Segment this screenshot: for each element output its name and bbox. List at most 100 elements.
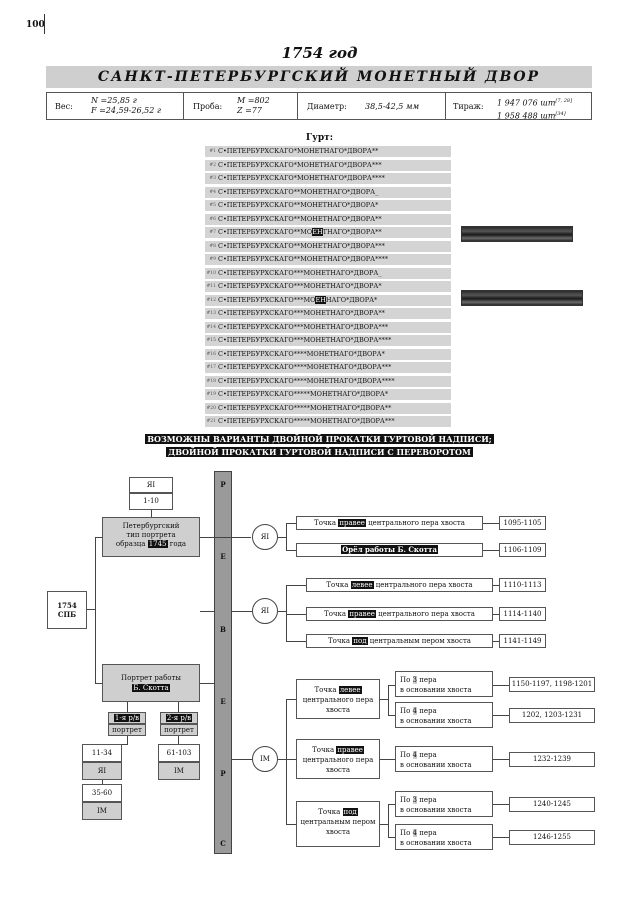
sub-4-count: 3 bbox=[412, 796, 418, 804]
connector bbox=[151, 510, 152, 517]
branch-box-3: Точка левее центрального пера хвоста bbox=[306, 578, 493, 592]
circle-ai-2: ЯI bbox=[252, 598, 278, 624]
connector bbox=[493, 641, 499, 642]
sub-4-c: в основании хвоста bbox=[400, 806, 472, 814]
gurt-row-number: #11 bbox=[206, 284, 217, 289]
range-1114: 1114-1140 bbox=[499, 607, 546, 621]
root-year: 1754 bbox=[57, 601, 77, 610]
branch-1-post: центрального пера хвоста bbox=[365, 519, 465, 527]
gurt-row-text: С•ПЕТЕРБУРХСКАГО****МОНЕТНАГО*ДВОРА* bbox=[218, 349, 385, 358]
mintage-ref-2: [34] bbox=[555, 110, 566, 117]
branch-5-highlight: под bbox=[352, 637, 368, 645]
gurt-row-text: С•ПЕТЕРБУРХСКАГО**МОНЕТНАГО*ДВОРА**** bbox=[218, 255, 389, 263]
range-1202: 1202, 1203-1231 bbox=[509, 708, 595, 723]
sub-4-a: По bbox=[400, 796, 413, 804]
root-mint: СПБ bbox=[57, 610, 77, 619]
connector bbox=[278, 759, 286, 760]
gurt-row-text-end: ТНАГО*ДВОРА** bbox=[322, 228, 382, 236]
gurt-row-text: С•ПЕТЕРБУРХСКАГО**МОНЕТНАГО*ДВОРА_ bbox=[218, 187, 379, 196]
gurt-row-highlight: ЕН bbox=[315, 295, 326, 304]
gurt-row-number: #2 bbox=[209, 162, 216, 168]
gurt-row-number: #5 bbox=[209, 203, 216, 208]
diameter-value: 38,5-42,5 мм bbox=[365, 102, 420, 111]
specs-divider bbox=[445, 93, 446, 119]
reverse-letter: Е bbox=[220, 697, 226, 706]
diameter-label: Диаметр: bbox=[307, 102, 347, 111]
left-range-2: 35-60 bbox=[82, 784, 122, 802]
connector bbox=[493, 837, 509, 838]
gurt-row-number: #16 bbox=[206, 351, 217, 357]
year-title: 1754 год bbox=[281, 44, 358, 62]
mintage-value-1: 1 947 076 шт bbox=[497, 98, 556, 108]
mintage-value-2: 1 958 488 шт bbox=[497, 111, 556, 121]
notice-text-1: ВОЗМОЖНЫ ВАРИАНТЫ ДВОЙНОЙ ПРОКАТКИ ГУРТО… bbox=[145, 434, 494, 444]
fineness-label: Проба: bbox=[193, 102, 223, 111]
group-3-post: центральным пером хвоста bbox=[300, 818, 376, 836]
type1-line-1: Петербургский bbox=[122, 522, 180, 530]
reverse-letter: В bbox=[220, 625, 226, 634]
connector bbox=[388, 804, 389, 837]
connector bbox=[127, 702, 128, 712]
branch-box-4: Точка правее центрального пера хвоста bbox=[306, 607, 493, 621]
reverse-letter: С bbox=[220, 839, 226, 848]
fineness-values: M =802 Z =77 bbox=[237, 96, 270, 116]
circle-ai-1: ЯI bbox=[252, 524, 278, 550]
range-1232: 1232-1239 bbox=[509, 752, 595, 767]
connector bbox=[286, 759, 296, 760]
page-number-divider bbox=[44, 14, 45, 34]
branch-box-1: Точка правее центрального пера хвоста bbox=[296, 516, 483, 530]
connector bbox=[286, 699, 296, 700]
sub-5-c: в основании хвоста bbox=[400, 839, 472, 847]
sub-3-count: 4 bbox=[412, 751, 418, 759]
sub-5-count: 4 bbox=[412, 829, 418, 837]
sub-1-c: в основании хвоста bbox=[400, 686, 472, 694]
gurt-row-number: #10 bbox=[206, 270, 217, 276]
branch-1-pre: Точка bbox=[314, 519, 339, 527]
connector bbox=[388, 837, 395, 838]
branch-4-post: центрального пера хвоста bbox=[375, 610, 475, 618]
reverse-letter: Р bbox=[220, 769, 226, 778]
type1-year-highlight: 1745 bbox=[147, 540, 168, 548]
fineness-value-m: M =802 bbox=[237, 96, 270, 105]
connector bbox=[127, 736, 128, 744]
portrait-type-2-box: Портрет работы Б. Скотта bbox=[102, 664, 200, 702]
gurt-row-text: С•ПЕТЕРБУРХСКАГО***МО bbox=[218, 295, 316, 304]
branch-1-highlight: правее bbox=[338, 519, 366, 527]
branch-5-post: центральным пером хвоста bbox=[367, 637, 471, 645]
gurt-row-number: #6 bbox=[209, 216, 216, 222]
group-3-pre: Точка bbox=[318, 808, 343, 816]
weight-value-f: F =24,59-26,52 г bbox=[91, 106, 161, 115]
gurt-row-text: С•ПЕТЕРБУРХСКАГО**МО bbox=[218, 228, 313, 236]
group-1-post: центрального пера хвоста bbox=[302, 696, 374, 714]
range-1150: 1150-1197, 1198-1201 bbox=[509, 677, 595, 692]
connector bbox=[286, 641, 306, 642]
circle-im: IМ bbox=[252, 746, 278, 772]
mintage-values: 1 947 076 шт[7, 28] 1 958 488 шт[34] bbox=[497, 96, 572, 121]
specs-divider bbox=[183, 93, 184, 119]
group-3-highlight: под bbox=[342, 808, 358, 816]
gurt-row-number: #20 bbox=[206, 405, 217, 411]
branch-3-pre: Точка bbox=[326, 581, 351, 589]
right-code-1: IМ bbox=[158, 762, 200, 780]
connector bbox=[483, 550, 499, 551]
sub-5-a: По bbox=[400, 829, 413, 837]
range-1095: 1095-1105 bbox=[499, 516, 546, 530]
gurt-row-number: #17 bbox=[206, 365, 217, 370]
connector bbox=[232, 611, 252, 612]
connector bbox=[388, 685, 395, 686]
sub-4-b: пера bbox=[417, 796, 437, 804]
gurt-row-number: #13 bbox=[206, 311, 217, 316]
